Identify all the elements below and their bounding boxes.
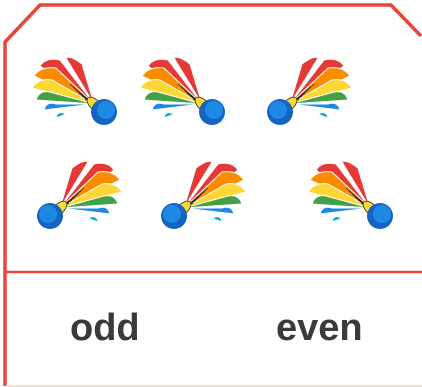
shuttlecock-icon bbox=[30, 56, 122, 128]
shuttlecock-icon bbox=[306, 160, 398, 232]
shuttlecock-icon bbox=[262, 56, 354, 128]
shuttlecock-icon bbox=[32, 160, 124, 232]
shuttlecock-icon bbox=[138, 56, 230, 128]
even-option[interactable]: even bbox=[276, 307, 363, 349]
shuttlecock-icon bbox=[156, 160, 248, 232]
odd-option[interactable]: odd bbox=[70, 307, 140, 349]
